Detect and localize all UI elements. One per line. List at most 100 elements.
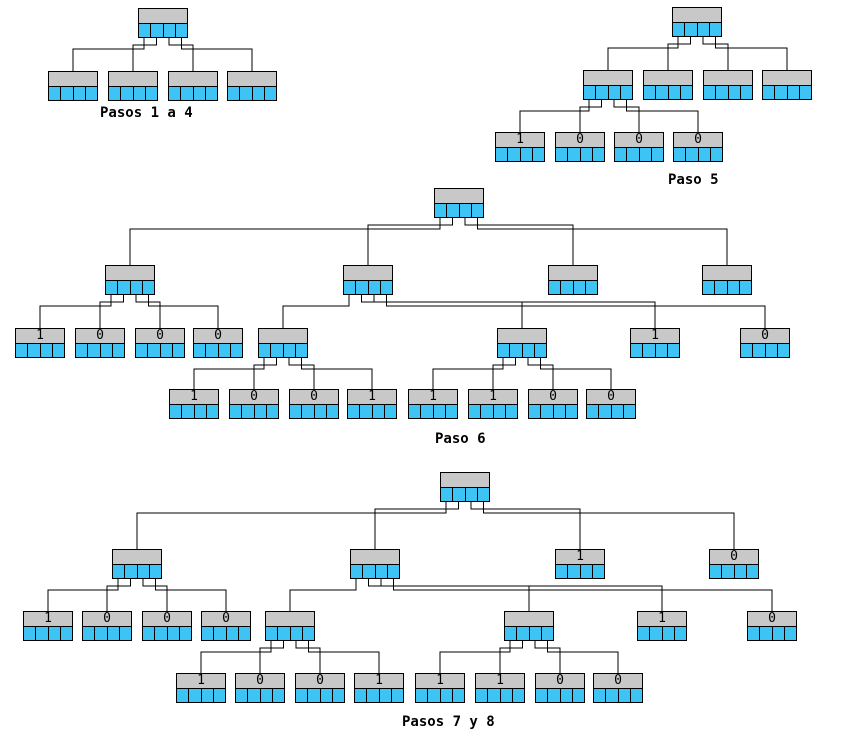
child-slot xyxy=(631,344,644,357)
node-label xyxy=(105,265,155,281)
child-slot xyxy=(182,405,195,418)
child-slot xyxy=(669,86,681,99)
child-slot xyxy=(138,565,150,578)
child-slot xyxy=(656,344,668,357)
node-label: 0 xyxy=(586,389,636,405)
node-label: 0 xyxy=(235,673,285,689)
child-slot xyxy=(380,689,392,702)
child-slot xyxy=(494,405,506,418)
node-child-slots xyxy=(112,564,162,579)
child-slot xyxy=(348,405,361,418)
node-child-slots xyxy=(408,404,458,419)
connector-line xyxy=(499,640,523,673)
child-slot xyxy=(101,344,113,357)
child-slot xyxy=(118,281,131,294)
node-child-slots xyxy=(415,688,465,703)
tree-node: 1 xyxy=(630,328,680,358)
connector-line xyxy=(155,578,227,611)
tree-node: 0 xyxy=(201,611,251,641)
node-label: 0 xyxy=(593,673,643,689)
node-label: 0 xyxy=(82,611,132,627)
tree-node: 1 xyxy=(415,673,465,703)
child-slot xyxy=(606,689,619,702)
child-slot xyxy=(278,627,291,640)
child-slot xyxy=(231,344,242,357)
node-child-slots xyxy=(586,404,636,419)
tree-node: 1 xyxy=(169,389,219,419)
tree-node: 0 xyxy=(709,549,759,579)
tree-node: 1 xyxy=(408,389,458,419)
child-slot xyxy=(388,565,399,578)
node-label: 0 xyxy=(193,328,243,344)
child-slot xyxy=(521,148,533,161)
node-child-slots xyxy=(265,626,315,641)
child-slot xyxy=(321,689,333,702)
child-slot xyxy=(239,627,250,640)
child-slot xyxy=(95,627,108,640)
connector-line xyxy=(282,294,350,328)
child-slot xyxy=(584,86,597,99)
child-slot xyxy=(49,627,61,640)
node-child-slots xyxy=(504,626,554,641)
child-slot xyxy=(143,627,156,640)
child-slot xyxy=(715,281,728,294)
node-child-slots xyxy=(555,564,605,579)
child-slot xyxy=(177,689,190,702)
node-label xyxy=(672,7,722,23)
connector-line xyxy=(259,640,284,673)
child-slot xyxy=(728,281,740,294)
child-slot xyxy=(302,405,315,418)
child-slot xyxy=(541,405,554,418)
node-child-slots xyxy=(235,688,285,703)
node-label: 1 xyxy=(630,328,680,344)
node-child-slots xyxy=(347,404,397,419)
child-slot xyxy=(441,689,453,702)
child-slot xyxy=(441,488,454,501)
child-slot xyxy=(74,87,86,100)
tree-node: 1 xyxy=(475,673,525,703)
node-child-slots xyxy=(614,147,664,162)
node-label: 0 xyxy=(142,611,192,627)
node-label xyxy=(434,188,484,204)
child-slot xyxy=(722,565,735,578)
child-slot xyxy=(673,23,686,36)
child-slot xyxy=(627,148,640,161)
node-label: 0 xyxy=(135,328,185,344)
child-slot xyxy=(240,87,253,100)
node-child-slots xyxy=(75,343,125,358)
child-slot xyxy=(168,627,180,640)
connector-line xyxy=(386,294,766,328)
node-child-slots xyxy=(468,404,518,419)
child-slot xyxy=(134,87,146,100)
node-label: 0 xyxy=(75,328,125,344)
node-child-slots xyxy=(497,343,547,358)
child-slot xyxy=(460,204,472,217)
child-slot xyxy=(609,86,621,99)
child-slot xyxy=(381,281,392,294)
node-child-slots xyxy=(258,343,308,358)
connector-line xyxy=(439,640,511,673)
node-label: 1 xyxy=(176,673,226,689)
child-slot xyxy=(363,565,376,578)
connector-line xyxy=(136,501,447,549)
node-child-slots xyxy=(555,147,605,162)
child-slot xyxy=(496,148,509,161)
child-slot xyxy=(573,689,584,702)
child-slot xyxy=(446,405,457,418)
child-slot xyxy=(435,204,448,217)
child-slot xyxy=(376,565,388,578)
node-label xyxy=(343,265,393,281)
child-slot xyxy=(568,565,581,578)
tree-node: 0 xyxy=(142,611,192,641)
connector-line xyxy=(72,37,145,71)
child-slot xyxy=(139,24,152,37)
child-slot xyxy=(729,86,741,99)
child-slot xyxy=(599,405,612,418)
tree-node: 1 xyxy=(468,389,518,419)
child-slot xyxy=(333,689,344,702)
tree-node: 0 xyxy=(295,673,345,703)
child-slot xyxy=(556,565,569,578)
child-slot xyxy=(508,148,521,161)
child-slot xyxy=(561,281,574,294)
child-slot xyxy=(113,565,126,578)
